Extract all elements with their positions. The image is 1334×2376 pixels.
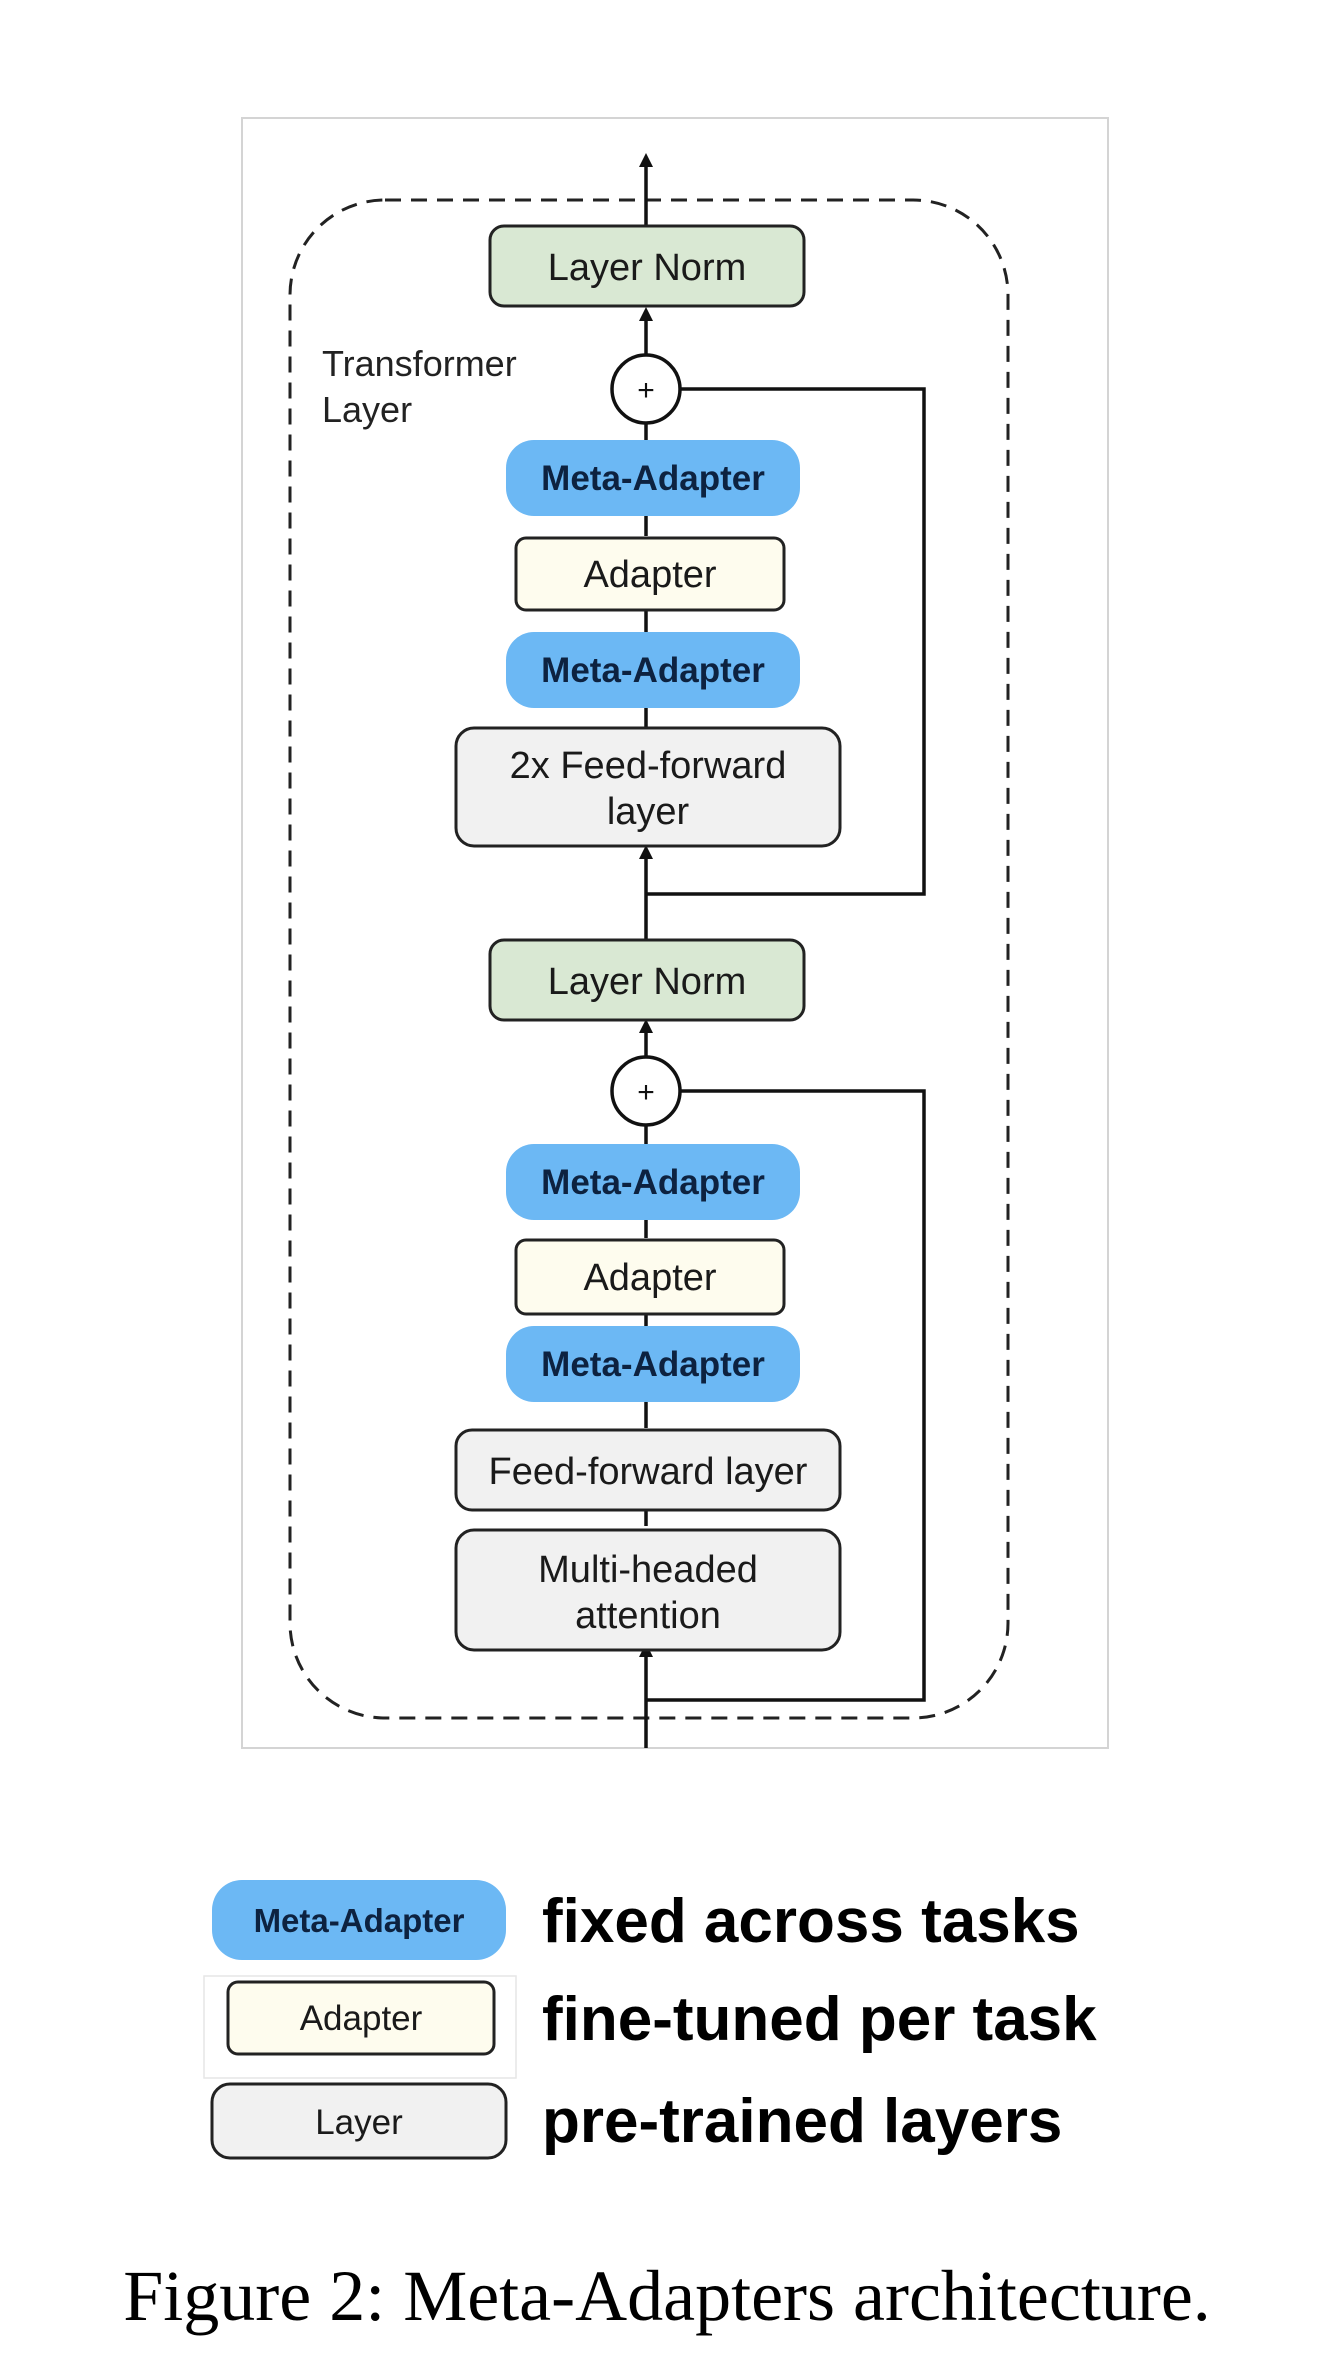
meta-adapter-upper-top-label: Meta-Adapter — [541, 459, 765, 498]
adapter-lower-label: Adapter — [583, 1257, 716, 1299]
layer-norm-lower — [488, 938, 806, 1022]
residual-connection-lower — [646, 1089, 926, 1702]
attention-label-line2: attention — [575, 1595, 721, 1637]
attention-label-line1: Multi-headed — [538, 1549, 758, 1591]
add-node-upper-symbol: + — [637, 374, 655, 407]
meta-adapter-upper-top — [506, 440, 800, 516]
legend-text-meta-adapter: fixed across tasks — [542, 1887, 1080, 1956]
layer-norm-lower-label: Layer Norm — [548, 961, 747, 1003]
legend-chip-layer-label: Layer — [315, 2103, 403, 2142]
legend: Meta-Adapter fixed across tasks Adapter … — [203, 1880, 1097, 2160]
meta-adapter-lower-top — [506, 1144, 800, 1220]
legend-chip-adapter — [226, 1980, 496, 2056]
legend-text-adapter: fine-tuned per task — [542, 1985, 1097, 2054]
adapter-upper — [514, 536, 786, 612]
container-label-line1: Transformer — [322, 343, 517, 384]
feed-forward-label: Feed-forward layer — [489, 1451, 808, 1493]
meta-adapter-upper-bottom-label: Meta-Adapter — [541, 651, 765, 690]
container-label-line2: Layer — [322, 389, 412, 430]
feed-forward-2x-label-line1: 2x Feed-forward — [510, 745, 787, 787]
feed-forward-box — [454, 1428, 842, 1512]
layer-norm-upper-label: Layer Norm — [548, 247, 747, 289]
feed-forward-2x-box — [454, 726, 842, 848]
legend-text-layer: pre-trained layers — [542, 2087, 1062, 2156]
meta-adapter-lower-top-label: Meta-Adapter — [541, 1163, 765, 1202]
attention-box — [454, 1528, 842, 1652]
legend-chip-meta-adapter — [212, 1880, 506, 1960]
add-node-upper — [610, 353, 682, 425]
transformer-layer-container — [288, 198, 1010, 1720]
adapter-lower — [514, 1238, 786, 1316]
residual-connection-upper — [646, 387, 926, 896]
meta-adapter-lower-bottom — [506, 1326, 800, 1402]
feed-forward-2x-label-line2: layer — [607, 791, 690, 833]
layer-norm-upper — [488, 224, 806, 308]
adapter-upper-label: Adapter — [583, 554, 716, 596]
legend-chip-adapter-label: Adapter — [300, 1999, 423, 2038]
add-node-lower — [610, 1055, 682, 1127]
meta-adapter-lower-bottom-label: Meta-Adapter — [541, 1345, 765, 1384]
add-node-lower-symbol: + — [637, 1076, 655, 1109]
figure-caption: Figure 2: Meta-Adapters architecture. — [123, 2256, 1211, 2336]
meta-adapter-upper-bottom — [506, 632, 800, 708]
legend-chip-layer — [210, 2082, 508, 2160]
legend-chip-meta-adapter-label: Meta-Adapter — [254, 1902, 465, 1939]
